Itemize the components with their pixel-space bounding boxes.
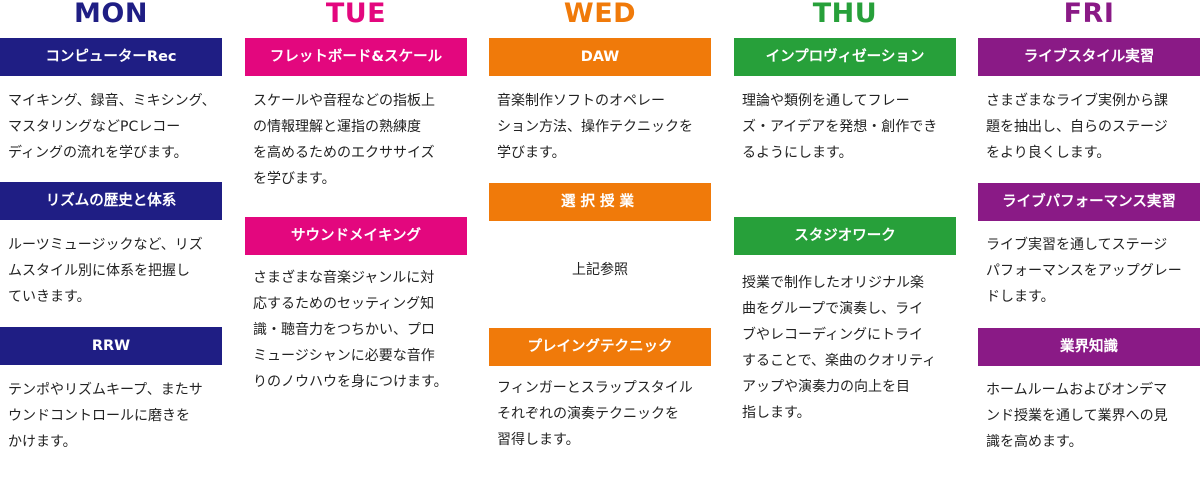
class-title-elective: 選択授業: [489, 183, 711, 221]
class-title-rhythm-history: リズムの歴史と体系: [0, 182, 222, 220]
class-title-playing-technique: プレイングテクニック: [489, 328, 711, 366]
class-desc-playing-technique: フィンガーとスラップスタイル それぞれの演奏テクニックを 習得します。: [497, 380, 693, 448]
class-title-rrw: RRW: [0, 327, 222, 365]
class-desc-daw: 音楽制作ソフトのオペレー ション方法、操作テクニックを 学びます。: [497, 93, 693, 161]
day-heading-mon: MON: [74, 0, 148, 29]
class-title-improvisation: インプロヴィゼーション: [734, 38, 956, 76]
class-title-fretboard-scale: フレットボード&スケール: [245, 38, 467, 76]
class-desc-computer-rec: マイキング、録音、ミキシング、 マスタリングなどPCレコー ディングの流れを学び…: [8, 93, 216, 161]
class-desc-live-style: さまざまなライブ実例から課 題を抽出し、自らのステージ をより良くします。: [986, 93, 1168, 161]
column-thu: THU インプロヴィゼーション 理論や類例を通してフレー ズ・アイデアを発想・創…: [734, 0, 956, 421]
day-heading-tue: TUE: [325, 0, 387, 29]
class-title-sound-making: サウンドメイキング: [245, 217, 467, 255]
class-desc-sound-making: さまざまな音楽ジャンルに対 応するためのセッティング知 識・聴音力をつちかい、プ…: [253, 270, 448, 390]
class-desc-rrw: テンポやリズムキープ、またサ ウンドコントロールに磨きを かけます。: [8, 382, 203, 450]
column-mon: MON コンピューターRec マイキング、録音、ミキシング、 マスタリングなどP…: [0, 0, 222, 450]
day-heading-fri: FRI: [1063, 0, 1115, 29]
class-title-computer-rec: コンピューターRec: [0, 38, 222, 76]
class-title-live-performance: ライブパフォーマンス実習: [978, 183, 1200, 221]
class-desc-industry-knowledge: ホームルームおよびオンデマ ンド授業を通して業界への見 識を高めます。: [986, 382, 1168, 450]
day-heading-thu: THU: [812, 0, 878, 29]
column-fri: FRI ライブスタイル実習 さまざまなライブ実例から課 題を抽出し、自らのステー…: [978, 0, 1200, 450]
class-desc-studio-work: 授業で制作したオリジナル楽 曲をグループで演奏し、ライ ブやレコーディングにトラ…: [742, 275, 937, 421]
class-desc-rhythm-history: ルーツミュージックなど、リズ ムスタイル別に体系を把握し ていきます。: [8, 237, 203, 305]
day-heading-wed: WED: [563, 0, 637, 29]
class-desc-elective: 上記参照: [572, 262, 628, 278]
column-wed: WED DAW 音楽制作ソフトのオペレー ション方法、操作テクニックを 学びます…: [489, 0, 711, 448]
class-title-live-style: ライブスタイル実習: [978, 38, 1200, 76]
column-tue: TUE フレットボード&スケール スケールや音程などの指板上 の情報理解と運指の…: [245, 0, 467, 390]
class-desc-live-performance: ライブ実習を通してステージ パフォーマンスをアップグレー ドします。: [986, 237, 1182, 305]
class-title-studio-work: スタジオワーク: [734, 217, 956, 255]
class-title-industry-knowledge: 業界知識: [978, 328, 1200, 366]
class-title-daw: DAW: [489, 38, 711, 76]
class-desc-fretboard-scale: スケールや音程などの指板上 の情報理解と運指の熟練度 を高めるためのエクササイズ…: [253, 93, 435, 187]
class-desc-improvisation: 理論や類例を通してフレー ズ・アイデアを発想・創作でき るようにします。: [742, 93, 938, 161]
